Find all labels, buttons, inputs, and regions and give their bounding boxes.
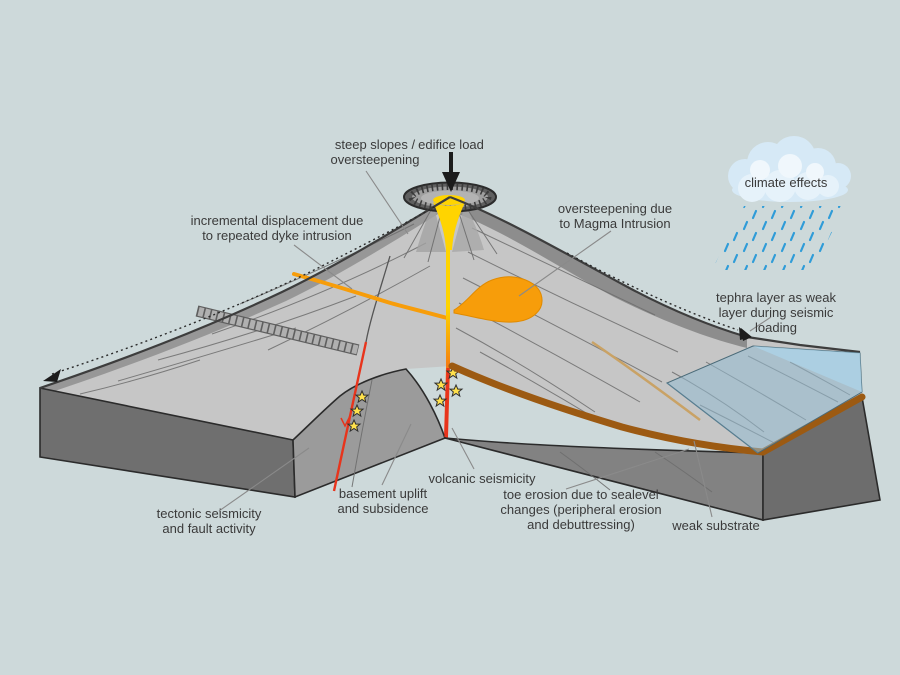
left-ridge-shading <box>40 197 450 396</box>
rain-icon <box>712 206 845 270</box>
tephra-arrow-icon <box>741 328 752 341</box>
label-toe-erosion: toe erosion due to sealevel changes (per… <box>500 487 662 533</box>
leader-weak-substrate <box>693 440 713 518</box>
leader-tephra <box>749 316 772 332</box>
magma-funnel <box>433 202 465 250</box>
conduit-fault-line <box>444 367 450 438</box>
fault-tick <box>340 413 352 428</box>
seismicity-star-icon <box>449 384 463 397</box>
sea-side-face <box>753 346 862 392</box>
leader-basement-uplift <box>381 423 412 486</box>
label-weak-substrate: weak substrate <box>672 518 760 533</box>
edifice-load-arrow-icon <box>442 152 460 192</box>
leader-lines <box>218 170 772 518</box>
sea <box>666 345 863 454</box>
tephra-layer-trace <box>591 340 701 422</box>
right-silhouette-edge <box>449 195 861 354</box>
sea-waterline <box>666 382 759 454</box>
magma-intrusion-blob <box>453 276 543 323</box>
leader-volcanic-seismicity <box>451 427 475 470</box>
leader-steep-slopes <box>365 170 409 235</box>
leader-toe-erosion <box>565 448 690 490</box>
label-basement-uplift: basement uplift and subsidence <box>337 486 429 517</box>
seismicity-star-icon <box>433 394 447 407</box>
weak-substrate-layer <box>448 362 866 456</box>
label-steep-slopes: steep slopes / oversteepening <box>330 137 420 168</box>
flank-fault-line <box>365 255 391 343</box>
label-dyke-displacement: incremental displacement due to repeated… <box>190 213 364 244</box>
seismicity-star-icon <box>434 378 448 391</box>
funnel-shading-left <box>416 204 446 252</box>
label-magma-oversteepening: oversteepening due to Magma Intrusion <box>557 201 673 232</box>
summit-striations <box>403 209 498 263</box>
lateral-dyke <box>292 272 449 320</box>
fault-line-left <box>332 341 368 492</box>
leader-tectonic <box>218 447 310 512</box>
rain-cloud-icon <box>728 136 851 202</box>
label-edifice-load: edifice load <box>418 137 484 152</box>
label-tectonic-seismicity: tectonic seismicity and fault activity <box>156 506 262 537</box>
funnel-shading-right <box>452 204 484 252</box>
basement-face-center <box>292 368 447 499</box>
leader-magma-oversteepening <box>518 230 612 297</box>
left-silhouette-edge <box>39 196 451 390</box>
label-tephra-layer: tephra layer as weak layer during seismi… <box>716 290 836 336</box>
leader-dyke-displacement <box>293 244 353 290</box>
label-volcanic-seismicity: volcanic seismicity <box>428 471 536 486</box>
spreading-arrow-left-icon <box>43 205 437 382</box>
crater <box>403 181 497 250</box>
basement-face-lines <box>351 379 713 493</box>
label-climate-effects: climate effects <box>744 175 828 190</box>
